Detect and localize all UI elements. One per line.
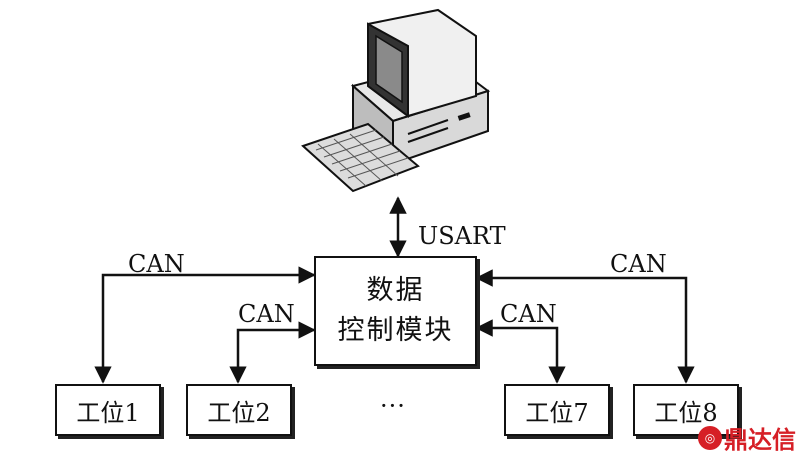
station-7-label: 工位7 [525,398,589,427]
can-link-station-2 [229,321,316,384]
station-2-box: 工位2 [186,384,292,436]
desktop-computer-icon [301,8,491,193]
station-8-label: 工位8 [654,398,718,427]
usart-label: USART [418,222,506,250]
watermark: ◎ 鼎达信 [698,420,796,455]
station-1-label: 工位1 [76,398,140,427]
station-8-box: 工位8 [633,384,739,436]
station-7-box: 工位7 [504,384,610,436]
brand-logo-icon: ◎ [698,425,722,450]
data-control-module: 数据 控制模块 [314,256,477,366]
module-title-line2: 控制模块 [337,315,454,346]
can-label-left-outer: CAN [128,250,185,278]
can-link-station-1 [94,266,316,384]
ellipsis: ··· [380,392,406,420]
watermark-text: 鼎达信 [724,426,796,454]
module-title-line1: 数据 [366,275,425,306]
can-label-right-outer: CAN [610,250,667,278]
can-label-right-inner: CAN [500,300,557,328]
can-link-station-8 [475,269,695,384]
can-label-left-inner: CAN [238,300,295,328]
station-2-label: 工位2 [207,398,271,427]
station-1-box: 工位1 [55,384,161,436]
can-link-station-7 [475,319,566,384]
